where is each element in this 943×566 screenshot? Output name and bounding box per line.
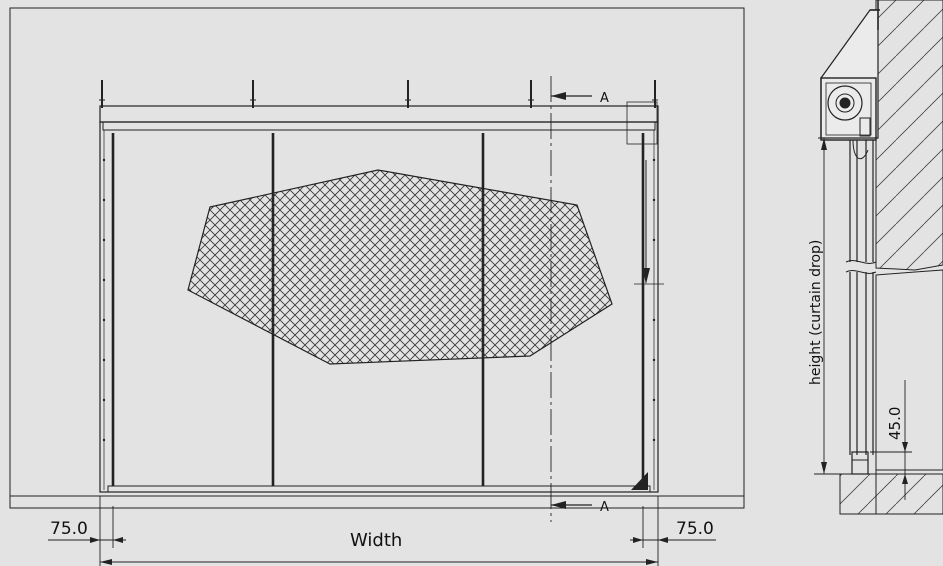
wall-upper (875, 0, 943, 271)
roller-inner (835, 93, 855, 113)
hatched-panel (187, 169, 613, 365)
right-margin-label: 75.0 (676, 519, 714, 539)
roller-outer (827, 85, 863, 121)
left-margin-label: 75.0 (50, 519, 88, 539)
bottom-bar (107, 485, 651, 493)
dimension-lines (48, 496, 716, 566)
frame-fasteners (102, 158, 656, 442)
section-label-bottom: A (600, 500, 609, 515)
head-rail (102, 121, 656, 131)
bottom-offset-label: 45.0 (886, 407, 904, 440)
section-label-top: A (600, 91, 609, 106)
corner-bracket (631, 472, 648, 490)
front-elevation (9, 7, 745, 566)
break-line (845, 260, 877, 264)
wall-lower (875, 269, 943, 471)
mounting-brackets (99, 80, 658, 108)
width-label: Width (350, 530, 402, 551)
wall-outline (9, 7, 745, 509)
head-box (99, 105, 659, 123)
section-view (814, 0, 943, 515)
height-label: height (curtain drop) (808, 240, 824, 385)
floor-section (839, 473, 943, 515)
bottom-bar-section (851, 451, 869, 475)
height-dimension (814, 137, 912, 500)
